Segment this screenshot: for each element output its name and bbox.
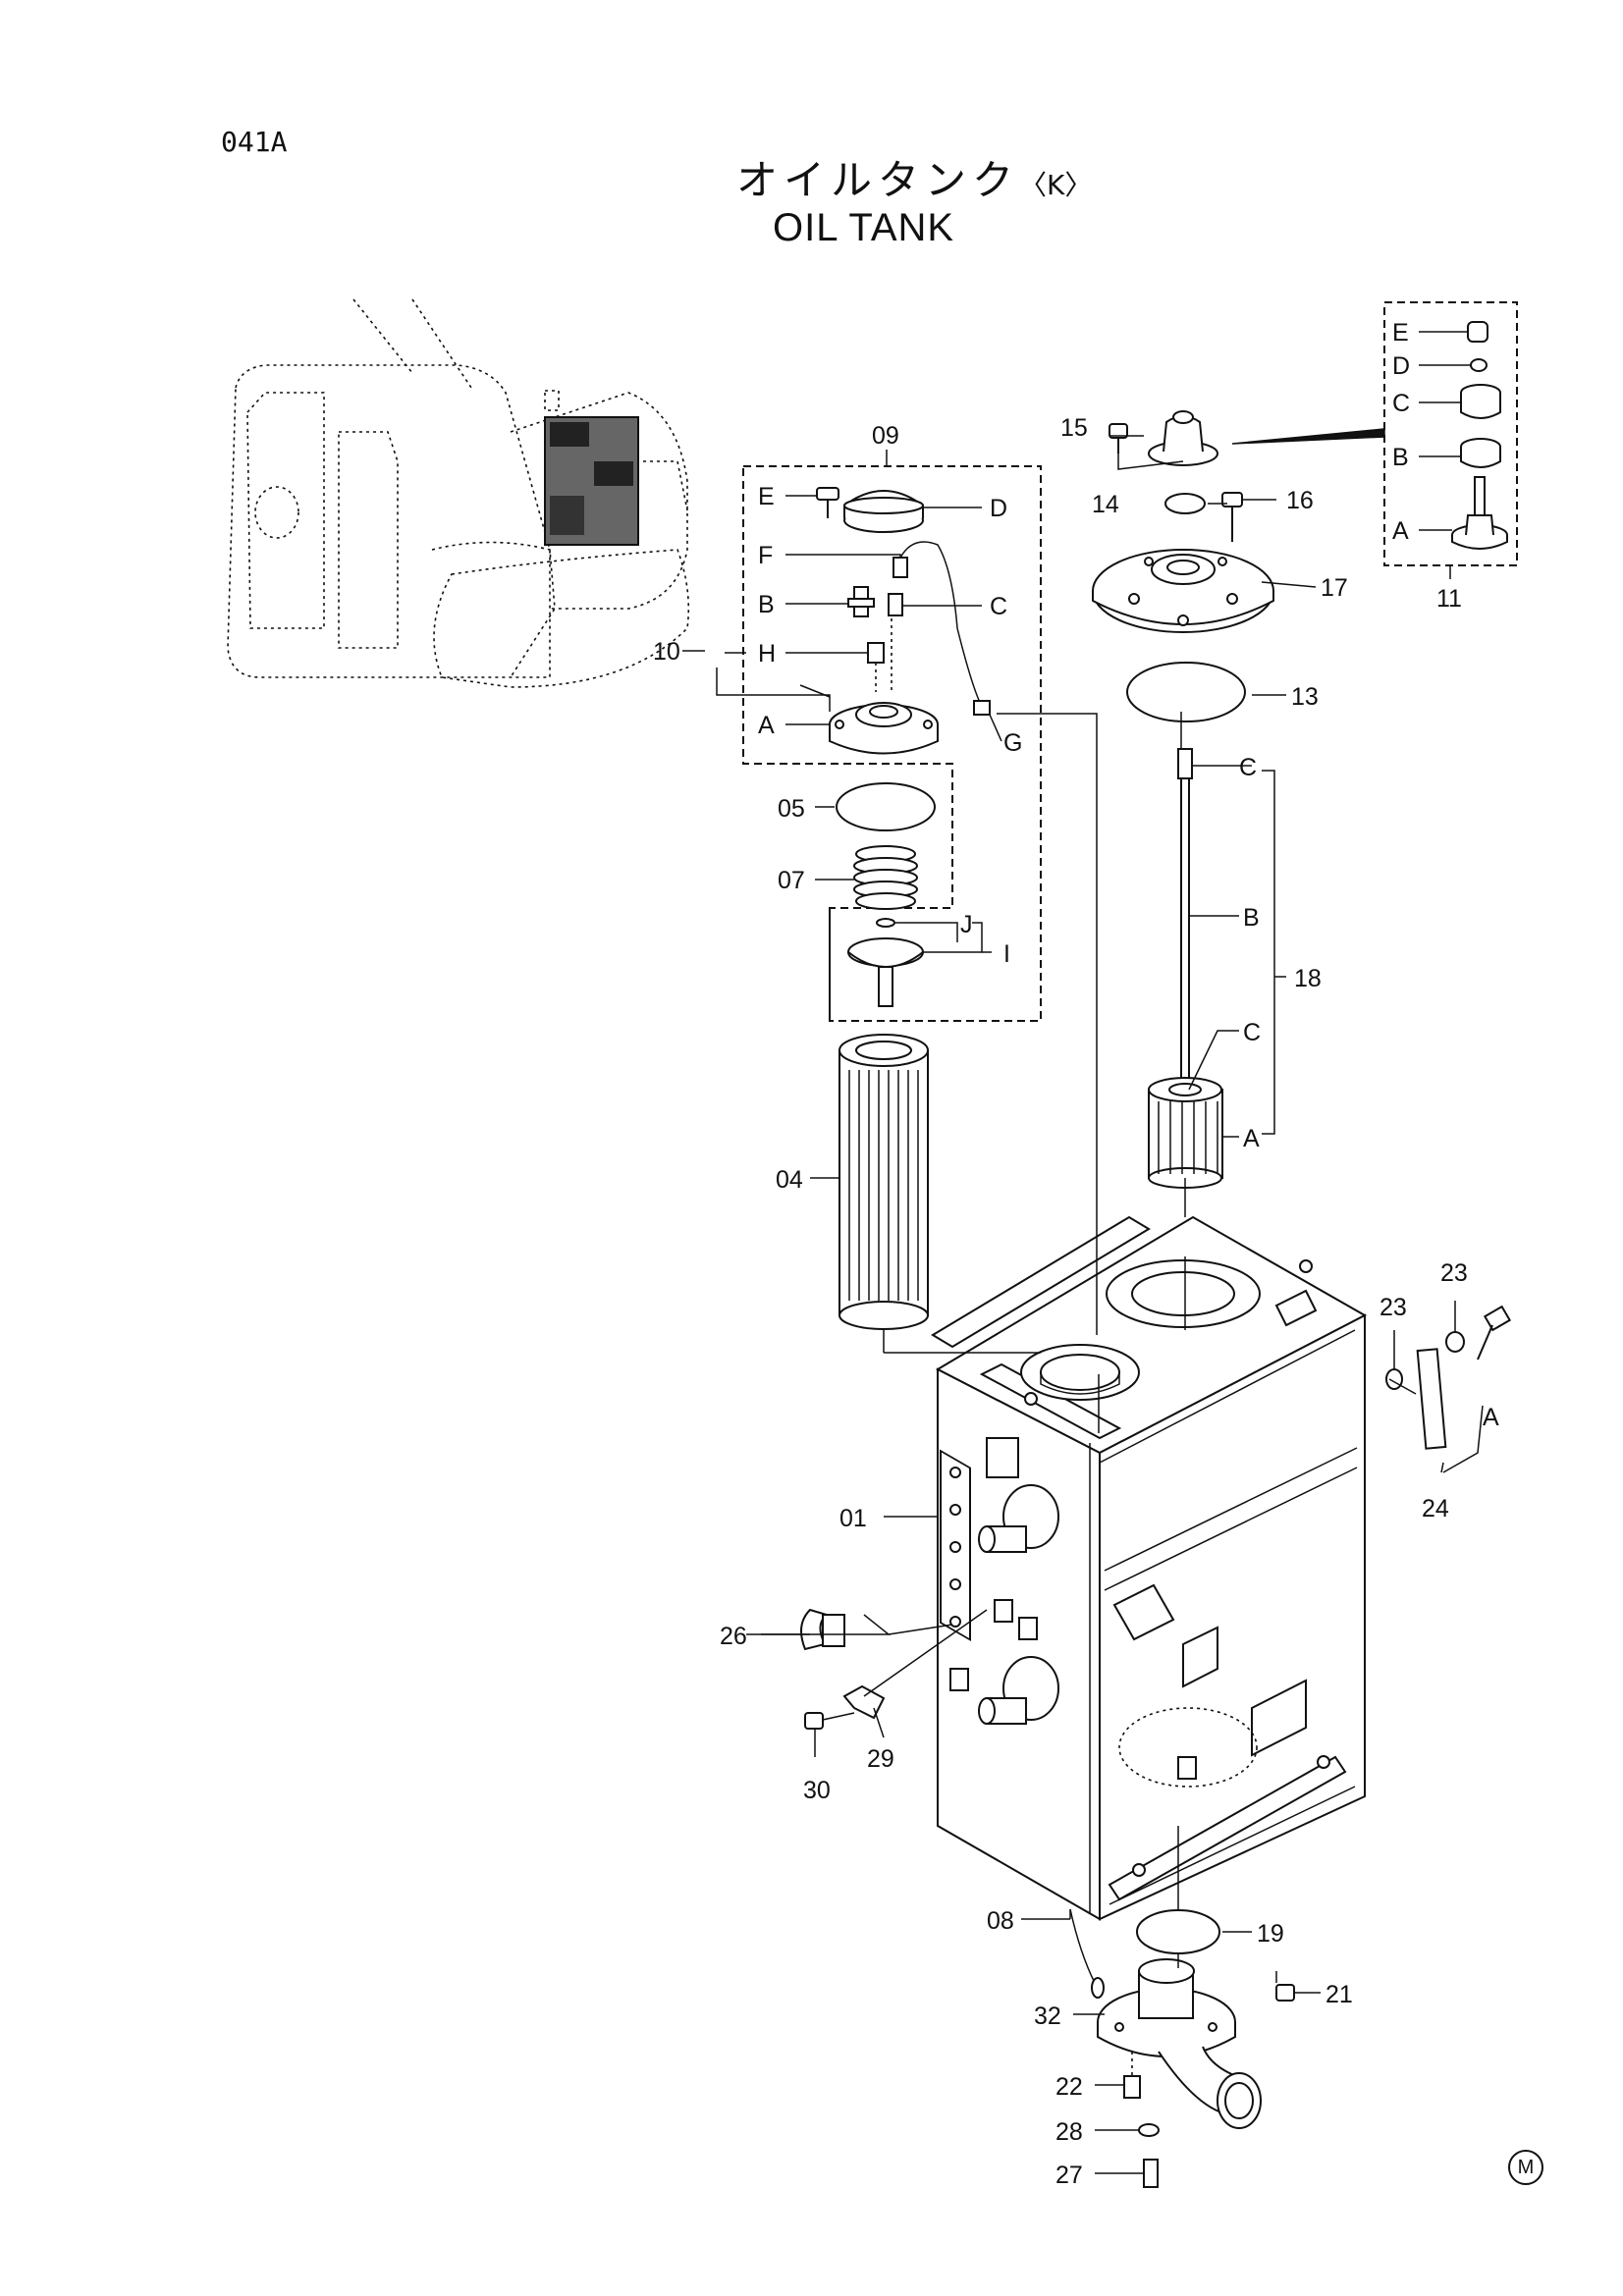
suction-strainer-18 — [1148, 748, 1223, 1189]
label-09-d: D — [990, 495, 1007, 522]
label-09-f: F — [758, 542, 773, 569]
label-18-b: B — [1243, 904, 1260, 932]
spring-07 — [853, 845, 918, 910]
callout-labels: 09 10 05 07 04 01 26 29 30 08 15 14 16 1… — [653, 414, 1468, 2189]
label-11-e: E — [1392, 319, 1409, 347]
callout-18: 18 — [1294, 965, 1322, 992]
callout-23-left: 23 — [1380, 1294, 1407, 1321]
label-09-j: J — [960, 911, 973, 938]
callout-04: 04 — [776, 1166, 803, 1194]
callout-13: 13 — [1291, 683, 1319, 711]
label-18-c-bottom: C — [1243, 1019, 1261, 1046]
label-11-b: B — [1392, 444, 1409, 471]
callout-26: 26 — [720, 1623, 747, 1650]
label-18-c-top: C — [1239, 754, 1257, 781]
title-jp-text: オイルタンク — [736, 156, 1020, 204]
callout-21: 21 — [1325, 1981, 1353, 2008]
m-mark: M — [1508, 2150, 1543, 2185]
page-code: 041A — [221, 126, 288, 158]
callout-11: 11 — [1436, 585, 1462, 613]
callout-01: 01 — [839, 1505, 867, 1532]
title-japanese: オイルタンク〈K〉 — [736, 147, 1092, 207]
title-suffix: 〈K〉 — [1019, 169, 1093, 201]
label-09-i: I — [1003, 940, 1010, 968]
oil-tank-body-01 — [931, 1215, 1368, 1921]
callout-05: 05 — [778, 795, 805, 823]
callout-08: 08 — [987, 1907, 1014, 1935]
label-11-c: C — [1392, 390, 1410, 417]
callout-22: 22 — [1055, 2073, 1083, 2101]
callout-15: 15 — [1060, 414, 1088, 442]
callout-30: 30 — [803, 1777, 831, 1804]
callout-10: 10 — [653, 638, 680, 666]
suction-housing-32 — [1097, 1958, 1262, 2129]
label-11-d: D — [1392, 352, 1410, 380]
callout-16: 16 — [1286, 487, 1314, 514]
label-09-g: G — [1003, 729, 1022, 757]
callout-28: 28 — [1055, 2118, 1083, 2146]
callout-17: 17 — [1321, 574, 1348, 602]
sub-part-labels: E D F B C H A G J I E D C B A C B C A A — [758, 319, 1499, 1431]
label-09-a: A — [758, 712, 775, 739]
callout-09: 09 — [872, 422, 899, 450]
callout-32: 32 — [1034, 2002, 1061, 2030]
label-11-a: A — [1392, 517, 1409, 545]
label-09-b: B — [758, 591, 775, 618]
label-18-a: A — [1243, 1125, 1260, 1152]
callout-07: 07 — [778, 867, 805, 894]
callout-27: 27 — [1055, 2162, 1083, 2189]
label-09-h: H — [758, 640, 776, 667]
group-09-filter-cover — [742, 450, 1042, 1022]
callout-lines — [682, 331, 1471, 2174]
callout-23-right: 23 — [1440, 1259, 1468, 1287]
label-24-a: A — [1483, 1404, 1499, 1431]
title-english: OIL TANK — [773, 206, 955, 249]
label-09-e: E — [758, 483, 775, 510]
callout-29: 29 — [867, 1745, 894, 1773]
callout-24: 24 — [1422, 1495, 1449, 1522]
callout-19: 19 — [1257, 1920, 1284, 1948]
filter-element-04 — [839, 1034, 929, 1330]
label-09-c: C — [990, 593, 1007, 620]
callout-14: 14 — [1092, 491, 1119, 518]
excavator-thumbnail — [227, 298, 689, 688]
group-11-breather-detail — [1231, 301, 1518, 579]
